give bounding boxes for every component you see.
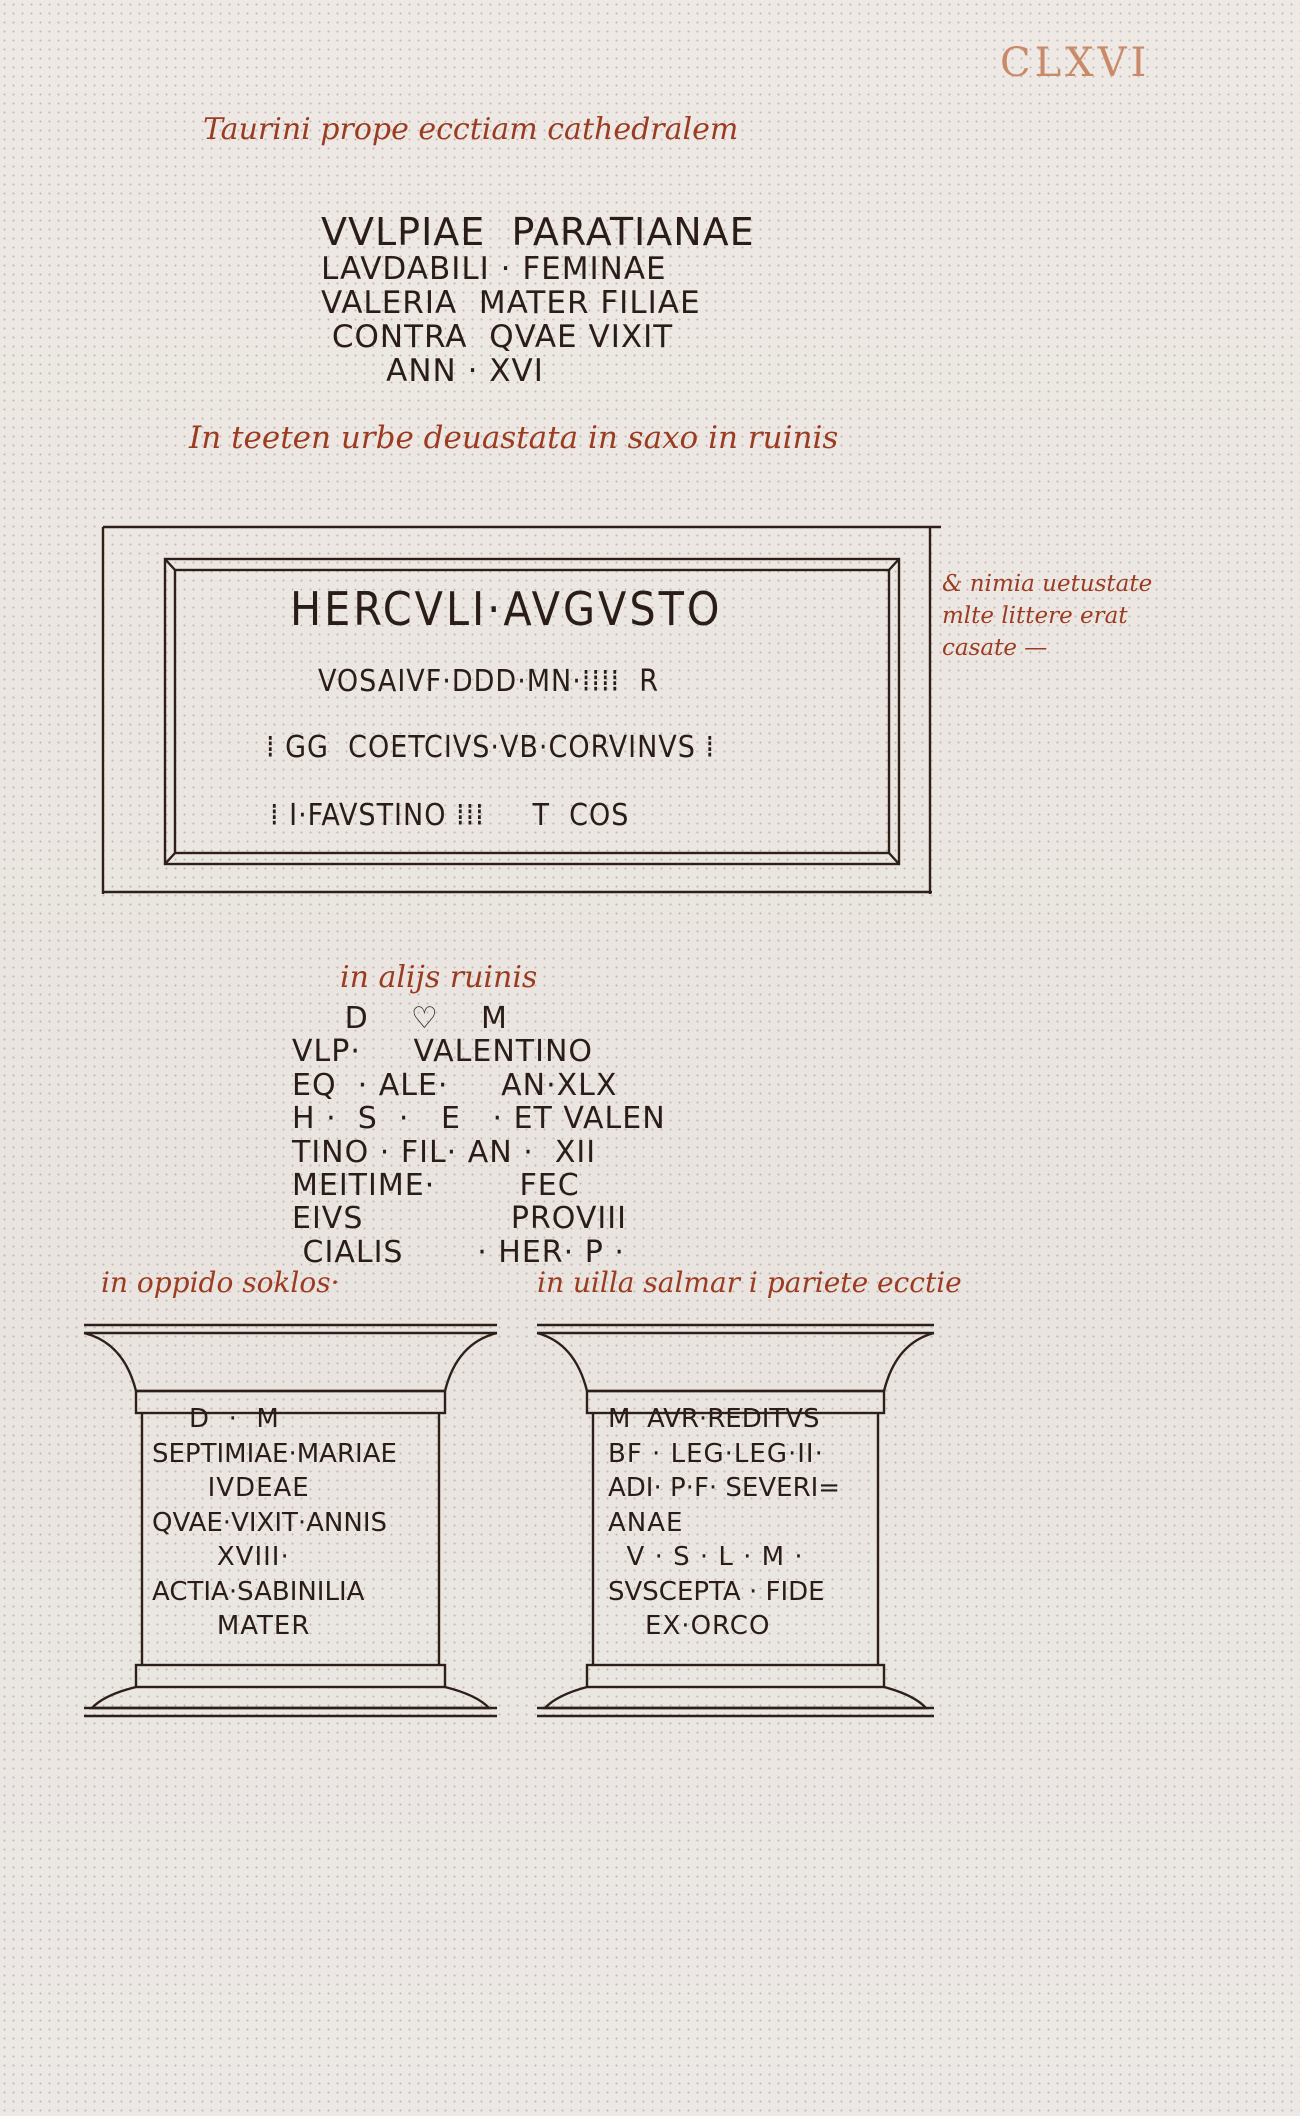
inscription-line: MATER [152,1611,311,1641]
inscription-line: ADI· P·F· SEVERI= [608,1473,841,1503]
inscription-line: XVIII· [152,1542,290,1572]
inscription-line: EIVS PROVIII [292,1201,627,1237]
inscription-line: ACTIA·SABINILIA [152,1576,365,1607]
rubric-alijs: in alijs ruinis [340,960,538,995]
margin-note-line: mlte littere erat [942,603,1128,629]
inscription-line: H · S · E · ET VALEN [292,1101,666,1137]
tablet-line: ⁞ I·FAVSTINO ⁞⁞⁞ T COS [270,798,630,833]
tablet-line-hercvli: HERCVLI·AVGVSTO [290,582,723,636]
inscription-line: SVSCEPTA · FIDE [608,1576,825,1607]
inscription-line: QVAE·VIXIT·ANNIS [152,1507,388,1538]
rubric-taurini: Taurini prope ecctiam cathedralem [203,112,739,147]
inscription-line: VLP· VALENTINO [292,1034,594,1070]
margin-note-line: & nimia uetustate [942,571,1153,597]
inscription-line: VVLPIAE PARATIANAE [321,210,755,254]
inscription-line: EQ · ALE· AN·XLX [292,1067,618,1103]
tablet-line: ⁞ GG COETCIVS·VB·CORVINVS ⁞ [266,730,716,765]
rubric-teeten: In teeten urbe deuastata in saxo in ruin… [189,420,839,456]
inscription-line: ANAE [608,1507,684,1538]
inscription-line: D · M [152,1404,280,1434]
inscription-line: CIALIS · HER· P · [292,1234,625,1270]
inscription-line: LAVDABILI · FEMINAE [321,251,667,287]
pedestal-right [536,1323,935,1718]
margin-note: & nimia uetustate mlte littere erat casa… [942,568,1152,664]
inscription-line: VALERIA MATER FILIAE [321,285,701,321]
inscription-line: EX·ORCO [608,1611,771,1641]
inscription-valentino: D ♡ M VLP· VALENTINO EQ · ALE· AN·XLX H … [292,1001,666,1270]
inscription-line: M AVR·REDITVS [608,1404,820,1434]
inscription-septimia: D · M SEPTIMIAE·MARIAE IVDEAE QVAE·VIXIT… [152,1402,397,1644]
inscription-line: TINO · FIL· AN · XII [292,1134,597,1170]
tablet-line: VOSAIVF·DDD·MN·⁞⁞⁞⁞ R [318,664,659,699]
inscription-line: BF · LEG·LEG·II· [608,1438,824,1469]
inscription-line: CONTRA QVAE VIXIT [321,319,674,355]
inscription-line: IVDEAE [152,1473,310,1503]
rubric-oppido: in oppido soklos· [101,1266,340,1299]
rubric-uilla: in uilla salmar i pariete ecctie [537,1266,962,1299]
inscription-line: MEITIME· FEC [292,1168,580,1204]
inscription-reditvs: M AVR·REDITVS BF · LEG·LEG·II· ADI· P·F·… [608,1402,840,1644]
inscription-vlpia: VVLPIAE PARATIANAE LAVDABILI · FEMINAE V… [321,212,755,388]
inscription-line: D ♡ M [292,1001,508,1036]
inscription-line: SEPTIMIAE·MARIAE [152,1438,397,1469]
inscription-line: ANN · XVI [321,353,544,389]
folio-number: CLXVI [1000,40,1151,86]
margin-note-line: casate — [942,635,1048,661]
pedestal-left [83,1323,498,1718]
inscription-line: V · S · L · M · [608,1542,804,1572]
